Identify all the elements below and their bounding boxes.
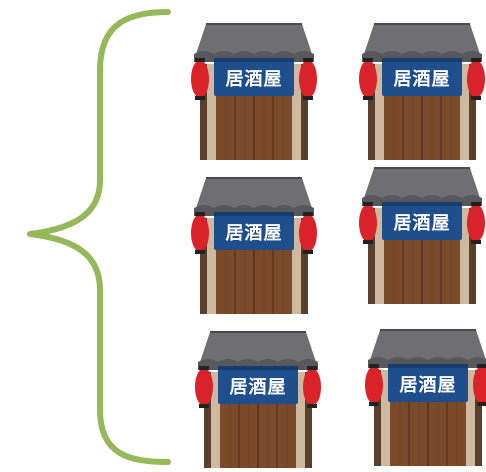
izakaya-shop-icon: 居酒屋 xyxy=(195,331,321,468)
svg-text:居酒屋: 居酒屋 xyxy=(394,68,451,90)
svg-text:居酒屋: 居酒屋 xyxy=(226,222,283,244)
izakaya-shop-1: 居酒屋 xyxy=(190,23,318,162)
izakaya-shop-icon: 居酒屋 xyxy=(191,23,317,160)
izakaya-shop-icon: 居酒屋 xyxy=(191,177,317,314)
izakaya-shop-icon: 居酒屋 xyxy=(359,167,485,304)
izakaya-shop-2: 居酒屋 xyxy=(358,23,486,162)
izakaya-shop-6: 居酒屋 xyxy=(364,329,486,468)
izakaya-shop-icon: 居酒屋 xyxy=(365,329,486,466)
svg-text:居酒屋: 居酒屋 xyxy=(394,212,451,234)
svg-text:居酒屋: 居酒屋 xyxy=(226,68,283,90)
svg-text:居酒屋: 居酒屋 xyxy=(230,376,287,398)
izakaya-shop-4: 居酒屋 xyxy=(358,167,486,306)
izakaya-shop-5: 居酒屋 xyxy=(194,331,322,470)
izakaya-shop-icon: 居酒屋 xyxy=(359,23,485,160)
izakaya-shop-3: 居酒屋 xyxy=(190,177,318,316)
svg-text:居酒屋: 居酒屋 xyxy=(400,374,457,396)
